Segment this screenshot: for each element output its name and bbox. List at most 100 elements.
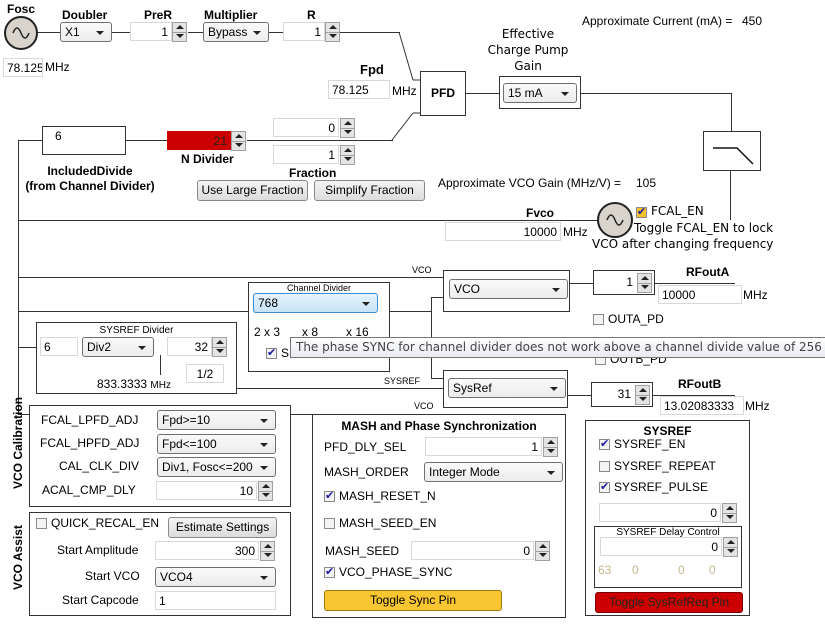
outa-pd-checkbox[interactable]: [593, 314, 604, 325]
spin-down-icon[interactable]: [341, 155, 354, 164]
spin-down-icon[interactable]: [213, 347, 226, 356]
spin-up-icon[interactable]: [536, 542, 549, 552]
spin-up-icon[interactable]: [723, 504, 736, 514]
included-divide-label-line1: IncludedDivide: [47, 164, 133, 178]
lowpass-filter-icon: [713, 147, 754, 165]
spin-up-icon[interactable]: [259, 482, 272, 492]
spin-down-icon[interactable]: [724, 547, 737, 556]
fcal-lpfd-select[interactable]: Fpd>=10: [157, 410, 276, 430]
start-amplitude-input[interactable]: 300: [155, 541, 259, 560]
approx-current-value: 450: [742, 14, 763, 28]
outb-power-spinner[interactable]: [635, 385, 650, 405]
sysref-half-value: 1/2: [186, 364, 224, 383]
outa-power-input[interactable]: 1: [598, 273, 636, 292]
cp-gain-select[interactable]: 15 mA: [503, 83, 577, 103]
spin-up-icon[interactable]: [213, 338, 226, 348]
r-label: R: [307, 8, 316, 22]
spin-up-icon[interactable]: [341, 119, 354, 129]
spin-down-icon[interactable]: [544, 447, 557, 456]
spin-up-icon[interactable]: [636, 386, 649, 396]
multiplier-select[interactable]: Bypass: [203, 22, 269, 42]
spin-up-icon[interactable]: [638, 274, 651, 284]
spin-down-icon[interactable]: [259, 491, 272, 500]
spin-down-icon[interactable]: [173, 32, 186, 41]
fcal-hpfd-select[interactable]: Fpd<=100: [157, 434, 276, 454]
spin-up-icon[interactable]: [724, 538, 737, 548]
sysref-pulse-count-spinner[interactable]: [722, 503, 737, 523]
sysref-div-select[interactable]: Div2: [82, 337, 154, 357]
fraction-denominator-spinner[interactable]: [340, 145, 355, 165]
outb-power-input[interactable]: 31: [596, 385, 634, 404]
fcal-hint-line1: Toggle FCAL_EN to lock: [634, 221, 774, 235]
spin-up-icon[interactable]: [261, 542, 274, 552]
sysref-repeat-checkbox[interactable]: [599, 461, 610, 472]
fraction-numerator-input[interactable]: 0: [273, 118, 339, 137]
channel-divider-select[interactable]: 768: [253, 293, 378, 313]
r-spinner[interactable]: [325, 22, 340, 42]
fcal-en-checkbox[interactable]: [636, 205, 647, 218]
wire: [655, 283, 735, 284]
mash-seed-spinner[interactable]: [535, 541, 550, 561]
cp-gain-label-line1: Effective: [501, 27, 555, 41]
mash-reset-n-checkbox[interactable]: [324, 489, 335, 502]
pfd-dly-sel-spinner[interactable]: [543, 437, 558, 457]
spin-down-icon[interactable]: [326, 32, 339, 41]
toggle-sync-pin-button[interactable]: Toggle Sync Pin: [324, 590, 502, 611]
spin-up-icon[interactable]: [341, 146, 354, 156]
quick-recal-checkbox[interactable]: [36, 518, 47, 529]
mash-order-select[interactable]: Integer Mode: [424, 462, 563, 482]
sysref-pulse-checkbox[interactable]: [599, 480, 610, 493]
spin-down-icon[interactable]: [536, 551, 549, 560]
wire: [18, 140, 42, 141]
n-divider-spinner[interactable]: [231, 131, 246, 151]
spin-up-icon[interactable]: [326, 23, 339, 33]
included-divide-label-line2: (from Channel Divider): [25, 179, 155, 193]
pfd-dly-sel-input[interactable]: 1: [425, 437, 542, 456]
rfouta-unit: MHz: [743, 288, 768, 302]
start-amplitude-spinner[interactable]: [260, 541, 275, 561]
r-input[interactable]: 1: [283, 22, 325, 41]
start-vco-select[interactable]: VCO4: [155, 567, 276, 587]
channel-sync-checkbox[interactable]: [266, 346, 277, 359]
sysref-div-count-input[interactable]: 32: [167, 337, 212, 356]
mash-seed-input[interactable]: 0: [411, 541, 534, 560]
acal-cmp-dly-spinner[interactable]: [258, 481, 273, 501]
mash-seed-en-checkbox[interactable]: [324, 518, 335, 529]
start-capcode-input[interactable]: 1: [155, 591, 276, 610]
cal-clk-div-select[interactable]: Div1, Fosc<=200: [157, 457, 276, 477]
prer-spinner[interactable]: [172, 22, 187, 42]
cp-gain-label: Effective Charge Pump Gain: [478, 26, 578, 74]
spin-down-icon[interactable]: [723, 513, 736, 522]
outa-power-spinner[interactable]: [637, 273, 652, 293]
estimate-settings-button[interactable]: Estimate Settings: [168, 517, 277, 538]
sysref-delay-input[interactable]: 0: [600, 537, 722, 556]
spin-up-icon[interactable]: [173, 23, 186, 33]
fraction-denominator-input[interactable]: 1: [273, 145, 339, 164]
spin-down-icon[interactable]: [636, 395, 649, 404]
prer-input[interactable]: 1: [130, 22, 172, 41]
sysref-div-count-spinner[interactable]: [212, 337, 227, 357]
spin-down-icon[interactable]: [261, 551, 274, 560]
spin-down-icon[interactable]: [232, 141, 245, 150]
sysref-en-checkbox[interactable]: [599, 437, 610, 450]
toggle-sysrefreq-pin-button[interactable]: Toggle SysRefReq Pin: [595, 592, 743, 613]
spin-up-icon[interactable]: [544, 438, 557, 448]
sysref-pulse-count-input[interactable]: 0: [599, 503, 721, 522]
pfd-dly-sel-label: PFD_DLY_SEL: [324, 440, 407, 454]
use-large-fraction-button[interactable]: Use Large Fraction: [197, 180, 308, 201]
sysref-delay-spinner[interactable]: [723, 537, 738, 557]
start-amplitude-label: Start Amplitude: [57, 543, 139, 557]
doubler-select[interactable]: X1: [60, 22, 112, 42]
simplify-fraction-button[interactable]: Simplify Fraction: [314, 180, 425, 201]
spin-up-icon[interactable]: [232, 132, 245, 142]
fraction-numerator-spinner[interactable]: [340, 118, 355, 138]
acal-cmp-dly-input[interactable]: 10: [156, 481, 257, 500]
spin-down-icon[interactable]: [638, 283, 651, 292]
fosc-input[interactable]: 78.125: [3, 58, 43, 77]
outb-mux-select[interactable]: SysRef: [448, 378, 566, 398]
n-divider-input[interactable]: 21: [167, 131, 231, 150]
fcal-lpfd-label: FCAL_LPFD_ADJ: [41, 413, 139, 427]
vco-phase-sync-checkbox[interactable]: [324, 565, 335, 578]
outa-mux-select[interactable]: VCO: [449, 279, 568, 299]
spin-down-icon[interactable]: [341, 128, 354, 137]
